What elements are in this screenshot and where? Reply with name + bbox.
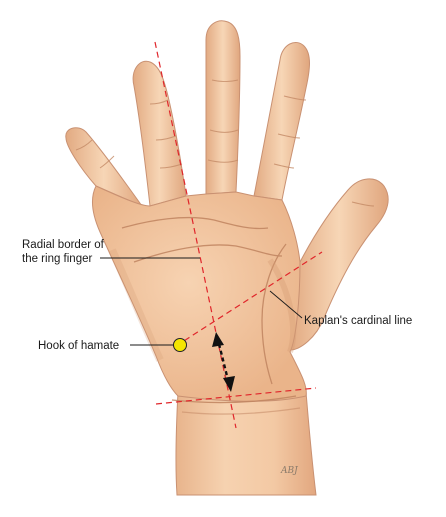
guide-lines bbox=[154, 41, 323, 429]
palm bbox=[92, 185, 307, 402]
kaplans-line-leader bbox=[269, 290, 303, 319]
distal-wrist-crease-line bbox=[155, 387, 317, 405]
ring-finger bbox=[132, 60, 187, 207]
wrist bbox=[175, 391, 317, 496]
arrowhead-up bbox=[212, 332, 224, 347]
middle-finger bbox=[205, 20, 241, 195]
thumb bbox=[289, 178, 389, 351]
ring-finger-radial-border-line bbox=[154, 41, 237, 429]
hook-of-hamate-marker bbox=[173, 338, 187, 352]
arrowhead-down bbox=[223, 376, 235, 392]
hand-illustration bbox=[65, 20, 389, 496]
artist-signature: ABJ bbox=[280, 466, 299, 476]
hypothenar-shade bbox=[108, 248, 164, 362]
little-finger bbox=[65, 127, 144, 208]
palm-creases bbox=[121, 216, 301, 415]
label-kaplans-cardinal-line: Kaplan's cardinal line bbox=[304, 315, 412, 327]
leader-lines bbox=[100, 257, 303, 346]
index-finger bbox=[253, 42, 310, 201]
finger-creases bbox=[75, 79, 375, 207]
label-radial-border-line2: the ring finger bbox=[22, 253, 92, 265]
thenar-shade bbox=[267, 258, 297, 354]
label-radial-border-line1: Radial border of bbox=[22, 239, 105, 251]
label-hook-of-hamate: Hook of hamate bbox=[38, 340, 119, 352]
distance-arrow bbox=[212, 332, 235, 392]
kaplans-cardinal-line bbox=[175, 251, 323, 347]
